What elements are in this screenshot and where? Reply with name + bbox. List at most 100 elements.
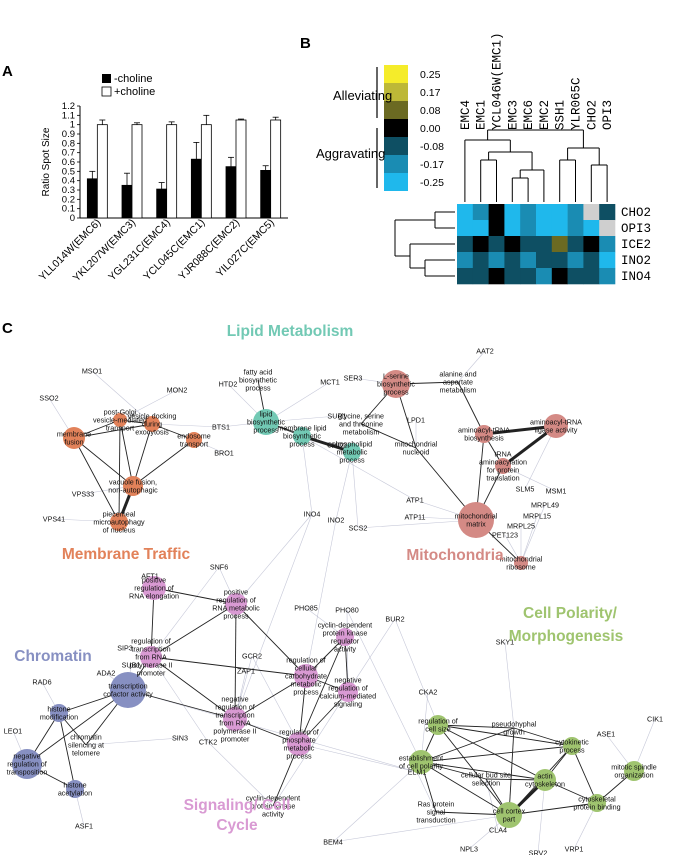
gene-term-edge: [335, 451, 353, 521]
term-label-line: process: [223, 612, 249, 621]
y-tick-label: 0.4: [62, 176, 75, 187]
network-gene-label: SCS2: [349, 524, 368, 533]
term-term-edge: [150, 656, 307, 677]
bar-chart-y-axis-label: Ratio Spot Size: [41, 127, 52, 196]
term-label-line: vesicle-mediated: [93, 416, 147, 425]
network-gene-label: HTD2: [219, 380, 238, 389]
gene-term-edge: [305, 519, 337, 677]
gene-term-edge: [346, 609, 349, 693]
heatmap-cell: [488, 220, 505, 237]
network-gene-label: SIN3: [172, 734, 188, 743]
heatmap-cell: [520, 252, 537, 269]
heatmap-cell: [567, 220, 584, 237]
network-node-reg-transcription: [140, 646, 162, 668]
heatmap-cell: [536, 252, 553, 269]
bar-minus-choline: [190, 158, 202, 219]
term-label-line: positive: [142, 576, 166, 585]
term-term-edge: [437, 724, 515, 729]
term-label-line: process: [289, 440, 315, 449]
heatmap-cell: [504, 236, 521, 253]
term-label-line: aminoacyl-tRNA: [458, 426, 510, 435]
term-label-line: of nucleus: [103, 526, 136, 535]
term-label-line: regulation of: [7, 760, 47, 769]
term-term-edge: [150, 603, 237, 658]
y-tick-label: 1.1: [62, 110, 75, 121]
network-gene-label: INO4: [304, 510, 321, 519]
heatmap-cell: [457, 252, 474, 269]
term-label-line: biosynthetic: [377, 380, 415, 389]
term-label-line: matrix: [466, 520, 486, 529]
term-label-line: transcription: [131, 645, 170, 654]
heatmap-row-label: CHO2: [621, 206, 651, 220]
term-label-line: membrane lipid: [277, 424, 326, 433]
heatmap-column-label: EMC6: [522, 100, 536, 130]
term-label-line: from RNA: [135, 653, 167, 662]
heatmap-column-label: YCL046W(EMC1): [491, 32, 505, 130]
network-gene-label: CIK1: [647, 715, 663, 724]
network-gene-label: SER3: [344, 374, 363, 383]
term-label-line: protein binding: [573, 803, 620, 812]
term-label-line: aspartate: [443, 378, 473, 387]
heatmap-cell: [472, 204, 489, 221]
network-gene-label: ELM1: [408, 768, 427, 777]
term-term-edge: [513, 727, 573, 747]
heatmap-cell: [536, 204, 553, 221]
term-term-edge: [483, 424, 557, 436]
network-node-actin: [534, 769, 556, 791]
term-label-line: fatty acid: [244, 368, 273, 377]
heatmap-cell: [567, 252, 584, 269]
term-label-line: metabolic: [291, 680, 322, 689]
heatmap-cell: [583, 252, 600, 269]
term-label-line: post-Golgi: [104, 408, 137, 417]
term-term-edge: [360, 423, 417, 449]
term-label-line: aminoacyl-tRNA: [530, 418, 582, 427]
network-gene-label: PHO80: [335, 606, 359, 615]
heatmap-cell: [583, 268, 600, 285]
bar-plus-choline: [270, 119, 282, 219]
network-node-trna: [495, 458, 511, 474]
heatmap-cell: [599, 252, 616, 269]
term-term-edge: [508, 802, 598, 816]
heatmap-cell: [599, 236, 616, 253]
term-label-line: ligase activity: [535, 426, 578, 435]
alleviating-label: Alleviating: [333, 88, 392, 103]
term-label-line: pseudohyphal: [492, 720, 537, 729]
term-label-line: transcription: [215, 711, 254, 720]
heatmap-cell: [472, 252, 489, 269]
heatmap-color-legend: 0.250.170.080.00-0.08-0.17-0.25: [376, 65, 444, 191]
term-label-line: telomere: [72, 749, 100, 758]
term-label-line: cyclin-dependent: [246, 794, 300, 803]
y-tick-label: 0.2: [62, 194, 75, 205]
bar-plus-choline: [131, 124, 143, 219]
term-label-line: negative: [221, 695, 248, 704]
gene-term-edge: [332, 761, 422, 843]
y-tick-label: 0.8: [62, 138, 75, 149]
term-label-line: transport: [106, 424, 134, 433]
cluster-title-chromatin: Chromatin: [14, 648, 92, 665]
legend-color-swatch: [384, 173, 408, 191]
heatmap-cell: [504, 268, 521, 285]
term-label-line: biosynthetic: [239, 376, 277, 385]
aggravating-label: Aggravating: [316, 146, 385, 161]
term-label-line: nucleoid: [403, 448, 430, 457]
y-tick-label: 0.5: [62, 166, 75, 177]
network-gene-label: PHO85: [294, 604, 318, 613]
term-term-edge: [420, 727, 515, 763]
term-label-line: cofactor activity: [103, 690, 153, 699]
term-label-line: translation: [486, 474, 519, 483]
heatmap-cell: [520, 204, 537, 221]
gene-term-edge: [119, 389, 178, 421]
network-node-l-serine: [382, 370, 410, 398]
panel-c-letter: C: [2, 320, 13, 337]
term-term-edge: [127, 689, 236, 720]
bar-plus-choline: [96, 124, 108, 219]
term-label-line: actin: [537, 772, 552, 781]
